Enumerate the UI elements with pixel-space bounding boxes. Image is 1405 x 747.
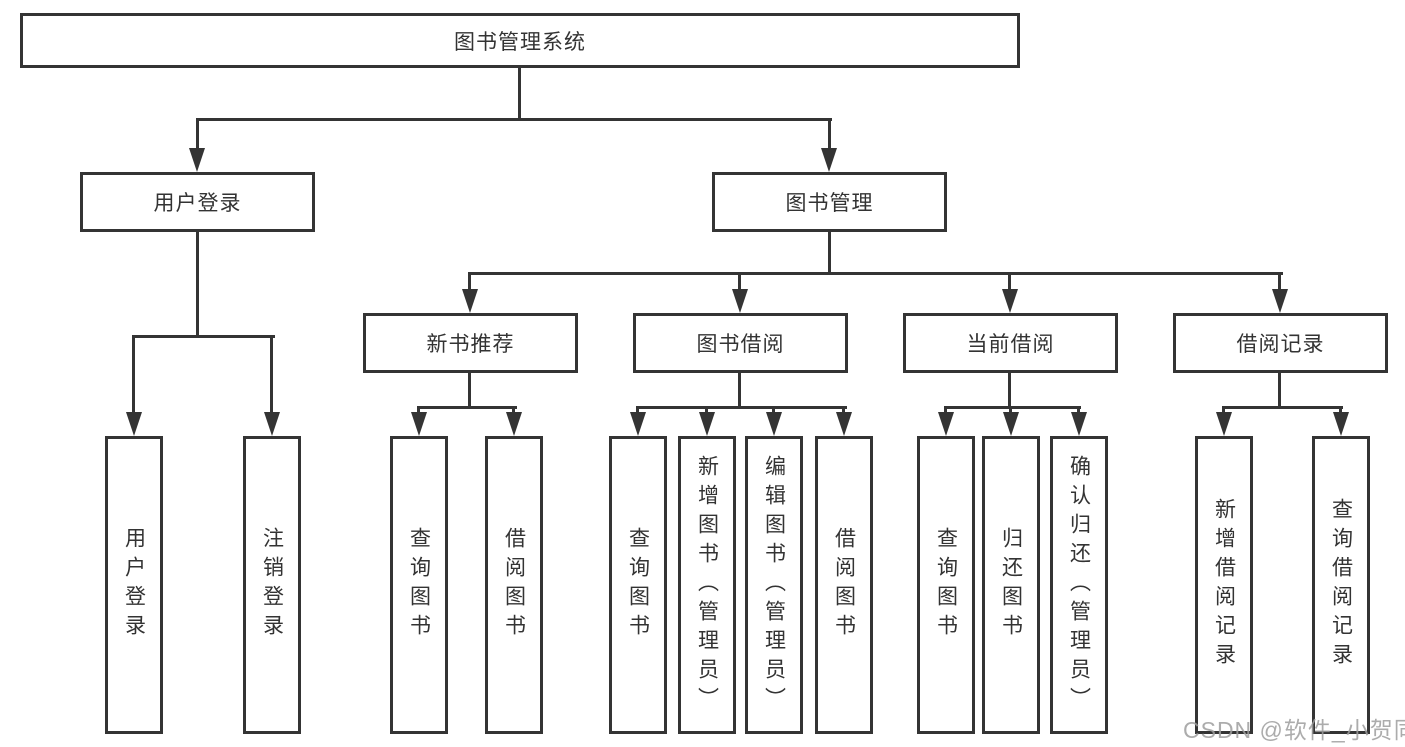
node-book-management: 图书管理 <box>712 172 947 232</box>
leaf-query-books-recommend: 查询图书 <box>390 436 448 734</box>
connector-line <box>738 373 741 409</box>
leaf-user-login: 用户登录 <box>105 436 163 734</box>
arrow-down-icon <box>836 412 852 436</box>
connector-line <box>738 272 741 294</box>
connector-line <box>1278 373 1281 409</box>
arrow-down-icon <box>1003 412 1019 436</box>
node-new-book-recommendation-label: 新书推荐 <box>426 333 515 356</box>
leaf-logout-label: 注销登录 <box>260 527 284 643</box>
leaf-return-books-label: 归还图书 <box>999 527 1023 643</box>
connector-line <box>132 335 275 338</box>
connector-line <box>944 406 1081 409</box>
connector-line <box>468 272 471 294</box>
arrow-down-icon <box>1071 412 1087 436</box>
leaf-return-books: 归还图书 <box>982 436 1040 734</box>
arrow-down-icon <box>1216 412 1232 436</box>
arrow-down-icon <box>506 412 522 436</box>
arrow-down-icon <box>462 289 478 313</box>
connector-line <box>1222 406 1343 409</box>
arrow-down-icon <box>821 148 837 172</box>
leaf-edit-book-admin-label: 编辑图书（管理员） <box>762 454 786 716</box>
leaf-add-borrow-record: 新增借阅记录 <box>1195 436 1253 734</box>
arrow-down-icon <box>766 412 782 436</box>
connector-line <box>1008 373 1011 409</box>
node-current-borrowing: 当前借阅 <box>903 313 1118 373</box>
arrow-down-icon <box>938 412 954 436</box>
connector-line <box>636 406 847 409</box>
node-user-login-label: 用户登录 <box>153 192 242 215</box>
leaf-query-books-borrowing-label: 查询图书 <box>626 527 650 643</box>
arrow-down-icon <box>1002 289 1018 313</box>
node-root: 图书管理系统 <box>20 13 1020 68</box>
leaf-borrow-books-recommend-label: 借阅图书 <box>502 527 526 643</box>
connector-line <box>518 68 521 121</box>
leaf-query-borrow-record-label: 查询借阅记录 <box>1329 498 1353 672</box>
arrow-down-icon <box>189 148 205 172</box>
connector-line <box>196 118 199 154</box>
leaf-confirm-return-admin-label: 确认归还（管理员） <box>1067 454 1091 716</box>
leaf-logout: 注销登录 <box>243 436 301 734</box>
arrow-down-icon <box>732 289 748 313</box>
leaf-query-books-current: 查询图书 <box>917 436 975 734</box>
arrow-down-icon <box>630 412 646 436</box>
node-book-borrowing: 图书借阅 <box>633 313 848 373</box>
connector-line <box>196 232 199 338</box>
node-new-book-recommendation: 新书推荐 <box>363 313 578 373</box>
arrow-down-icon <box>1333 412 1349 436</box>
leaf-query-books-borrowing: 查询图书 <box>609 436 667 734</box>
node-borrowing-records-label: 借阅记录 <box>1236 333 1325 356</box>
connector-line <box>132 335 135 418</box>
leaf-confirm-return-admin: 确认归还（管理员） <box>1050 436 1108 734</box>
leaf-borrow-books-borrowing: 借阅图书 <box>815 436 873 734</box>
leaf-add-borrow-record-label: 新增借阅记录 <box>1212 498 1236 672</box>
leaf-query-books-current-label: 查询图书 <box>934 527 958 643</box>
node-current-borrowing-label: 当前借阅 <box>966 333 1055 356</box>
connector-line <box>417 406 517 409</box>
arrow-down-icon <box>126 412 142 436</box>
arrow-down-icon <box>264 412 280 436</box>
connector-line <box>828 118 831 154</box>
connector-line <box>468 272 1283 275</box>
connector-line <box>1278 272 1281 294</box>
arrow-down-icon <box>699 412 715 436</box>
leaf-query-borrow-record: 查询借阅记录 <box>1312 436 1370 734</box>
node-root-label: 图书管理系统 <box>454 30 586 54</box>
leaf-query-books-recommend-label: 查询图书 <box>407 527 431 643</box>
connector-line <box>828 232 831 275</box>
leaf-borrow-books-recommend: 借阅图书 <box>485 436 543 734</box>
connector-line <box>270 335 273 418</box>
arrow-down-icon <box>1272 289 1288 313</box>
connector-line <box>196 118 832 121</box>
connector-line <box>468 373 471 409</box>
arrow-down-icon <box>411 412 427 436</box>
node-borrowing-records: 借阅记录 <box>1173 313 1388 373</box>
csdn-watermark: CSDN @软件_小贺同学 <box>1183 717 1405 743</box>
leaf-add-book-admin-label: 新增图书（管理员） <box>695 454 719 716</box>
connector-line <box>1008 272 1011 294</box>
node-book-borrowing-label: 图书借阅 <box>696 333 785 356</box>
leaf-borrow-books-borrowing-label: 借阅图书 <box>832 527 856 643</box>
node-book-management-label: 图书管理 <box>785 192 874 215</box>
leaf-user-login-label: 用户登录 <box>122 527 146 643</box>
leaf-add-book-admin: 新增图书（管理员） <box>678 436 736 734</box>
node-user-login: 用户登录 <box>80 172 315 232</box>
leaf-edit-book-admin: 编辑图书（管理员） <box>745 436 803 734</box>
